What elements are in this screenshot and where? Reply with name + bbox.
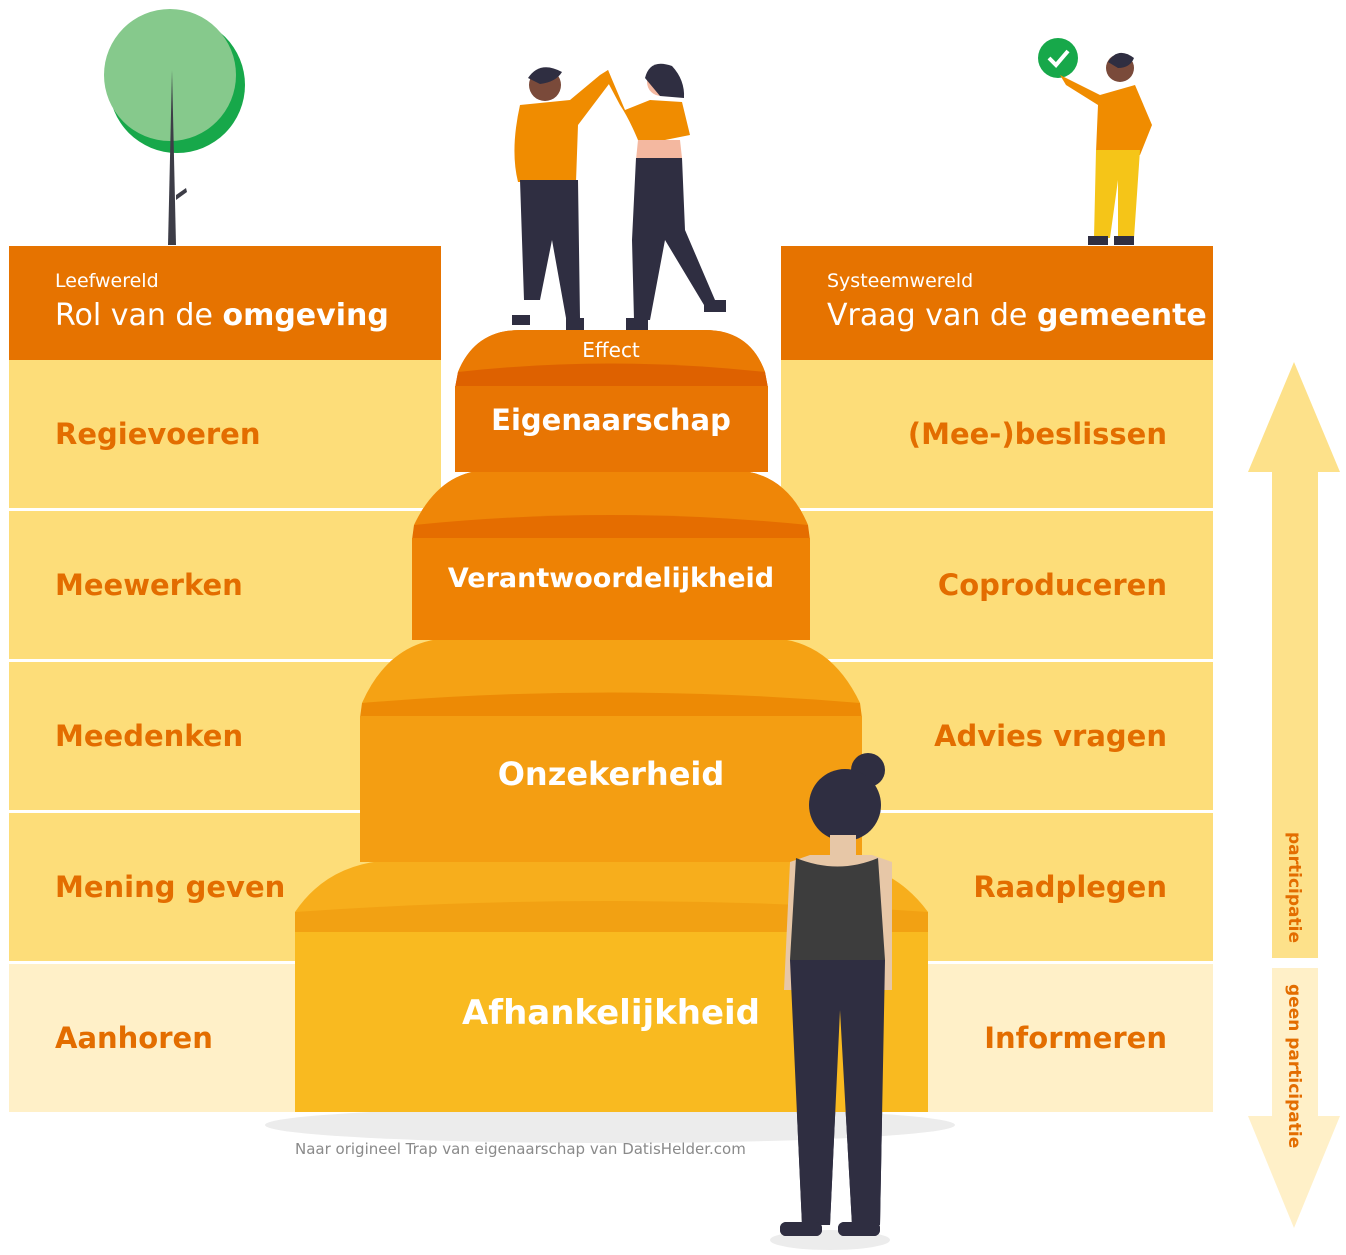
right-row-label: Informeren [984,1021,1167,1055]
left-row-label: Meedenken [55,719,244,753]
left-row-label: Mening geven [55,870,286,904]
right-header-title-plain: Vraag van de [827,298,1037,333]
stairs-shadow [265,1107,955,1143]
left-header-title: Rol van de omgeving [55,298,389,333]
right-row-label: Coproduceren [937,568,1167,602]
high-five-people-icon [512,63,726,330]
left-row-5: Aanhoren [9,964,441,1112]
right-header-title: Vraag van de gemeente [827,298,1207,333]
left-header-title-bold: omgeving [222,298,389,333]
left-row-4: Mening geven [9,813,441,961]
left-header: Leefwereld Rol van de omgeving [9,246,441,360]
right-row-label: (Mee-)beslissen [907,417,1167,451]
right-row-label: Advies vragen [934,719,1167,753]
right-header-title-bold: gemeente [1036,298,1207,333]
arrow-down [1248,968,1340,1228]
left-row-3: Meedenken [9,662,441,810]
step-label-onzekerheid: Onzekerheid [497,755,725,793]
step-label-eigenaarschap: Eigenaarschap [491,403,731,437]
person-check-icon [1038,38,1152,245]
credit-text: Naar origineel Trap van eigenaarschap va… [295,1140,746,1158]
arrow-label-participatie: participatie [1284,832,1304,944]
left-row-label: Aanhoren [55,1021,213,1055]
right-header: Systeemwereld Vraag van de gemeente [781,246,1213,360]
stairs-top-label: Effect [582,338,640,362]
left-row-1: Regievoeren [9,360,441,508]
left-row-label: Regievoeren [55,417,261,451]
step-verantwoordelijkheid [412,470,810,640]
step-label-afhankelijkheid: Afhankelijkheid [461,993,761,1033]
left-row-2: Meewerken [9,511,441,659]
right-row-1: (Mee-)beslissen [781,360,1213,508]
right-row-3: Advies vragen [781,662,1213,810]
right-row-5: Informeren [781,964,1213,1112]
participation-arrow [1248,362,1340,1228]
tree-icon [104,9,245,245]
right-row-label: Raadplegen [973,870,1167,904]
arrow-label-geen-participatie: geen participatie [1284,984,1304,1149]
right-row-4: Raadplegen [781,813,1213,961]
left-row-label: Meewerken [55,568,243,602]
arrow-up [1248,362,1340,958]
right-header-sub: Systeemwereld [827,270,974,292]
left-header-title-plain: Rol van de [55,298,223,333]
right-row-2: Coproduceren [781,511,1213,659]
step-label-verantwoordelijkheid: Verantwoordelijkheid [447,563,775,594]
left-header-sub: Leefwereld [55,270,159,292]
